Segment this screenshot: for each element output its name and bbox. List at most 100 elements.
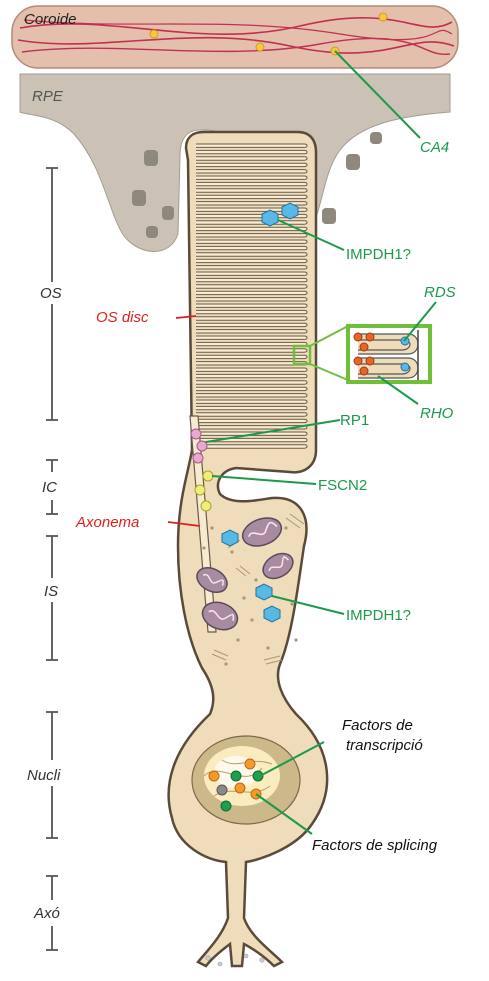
rpe-label: RPE [32, 88, 64, 105]
rpe-granule [144, 150, 158, 166]
region-label-ic: IC [42, 479, 57, 496]
region-label-axon: Axó [33, 905, 60, 922]
rho-label: RHO [420, 405, 454, 422]
os-disc [196, 355, 307, 358]
rho-marker [366, 357, 374, 365]
rpe-granule [132, 190, 146, 206]
os-disc [196, 157, 307, 160]
rho-marker [354, 357, 362, 365]
rds-label: RDS [424, 284, 456, 301]
os-disc [196, 304, 307, 307]
impdh1-marker [256, 584, 272, 600]
fscn2-marker [201, 501, 211, 511]
os-disc [196, 278, 307, 281]
os-disc [196, 368, 307, 371]
choroid-label: Coroide [24, 11, 77, 28]
os-disc [196, 406, 307, 409]
os-disc [196, 387, 307, 390]
fscn2-marker [203, 471, 213, 481]
rho-marker [360, 343, 368, 351]
rho-marker [360, 367, 368, 375]
rp1-marker [193, 453, 203, 463]
transcription-factor [231, 771, 241, 781]
impdh1-marker [222, 530, 238, 546]
rho-marker [354, 333, 362, 341]
os-disc [196, 189, 307, 192]
rp1-marker [197, 441, 207, 451]
os-disc [196, 330, 307, 333]
impdh1-marker [264, 606, 280, 622]
choroid-layer: Coroide [12, 6, 458, 68]
rp1-label: RP1 [340, 412, 369, 429]
transcription-factor [209, 771, 219, 781]
os-disc [196, 221, 307, 224]
os-disc [196, 150, 307, 153]
transcription-factor [235, 783, 245, 793]
transcription-factors-label-line1: Factors de [342, 717, 413, 734]
impdh1-marker [282, 203, 298, 219]
os-disc [196, 272, 307, 275]
transcription-factor [245, 759, 255, 769]
region-label-os: OS [40, 285, 62, 302]
rho-marker [366, 333, 374, 341]
os-disc [196, 246, 307, 249]
os-disc [196, 362, 307, 365]
impdh1-top-label: IMPDH1? [346, 246, 411, 263]
nucleus [192, 736, 300, 824]
photoreceptor-cell [169, 132, 328, 966]
os-disc [196, 234, 307, 237]
fscn2-marker [195, 485, 205, 495]
rpe-granule [322, 208, 336, 224]
os-disc [196, 144, 307, 147]
choroid-granule [150, 30, 158, 38]
os-disc [196, 419, 307, 422]
os-disc [196, 310, 307, 313]
os-disc [196, 342, 307, 345]
impdh1-is-label: IMPDH1? [346, 607, 411, 624]
rpe-granule [370, 132, 382, 144]
os-disc [196, 170, 307, 173]
ca4-label: CA4 [420, 139, 449, 156]
fscn2-label: FSCN2 [318, 477, 367, 494]
rds-marker [401, 363, 409, 371]
region-label-nucleus: Nucli [27, 767, 61, 784]
os-disc [196, 182, 307, 185]
axoneme-label: Axonema [75, 514, 139, 531]
os-disc [196, 323, 307, 326]
splicing-factor [221, 801, 231, 811]
choroid-granule [256, 43, 264, 51]
splicing-factors-label: Factors de splicing [312, 837, 438, 854]
structure-labels: OS disc Axonema [75, 309, 149, 531]
rpe-granule [146, 226, 158, 238]
os-disc [196, 336, 307, 339]
os-disc [196, 349, 307, 352]
os-disc [196, 266, 307, 269]
transcription-factors-label-line2: transcripció [346, 737, 423, 754]
region-labels: OS IC IS Nucli Axó [27, 285, 62, 922]
os-disc [196, 445, 307, 448]
os-disc [196, 317, 307, 320]
factor-labels: Factors de transcripció Factors de splic… [312, 717, 438, 854]
impdh1-marker [262, 210, 278, 226]
os-disc [196, 400, 307, 403]
os-disc [196, 374, 307, 377]
os-disc [196, 176, 307, 179]
choroid-granule [379, 13, 387, 21]
os-disc-label: OS disc [96, 309, 149, 326]
rpe-granule [162, 206, 174, 220]
os-disc [196, 381, 307, 384]
os-disc [196, 298, 307, 301]
rp1-marker [191, 429, 201, 439]
os-disc [196, 163, 307, 166]
transcription-factor [217, 785, 227, 795]
region-label-is: IS [44, 583, 58, 600]
os-disc [196, 259, 307, 262]
os-disc [196, 413, 307, 416]
os-disc [196, 195, 307, 198]
os-disc [196, 394, 307, 397]
os-disc [196, 253, 307, 256]
os-disc [196, 227, 307, 230]
os-disc [196, 285, 307, 288]
os-disc [196, 240, 307, 243]
